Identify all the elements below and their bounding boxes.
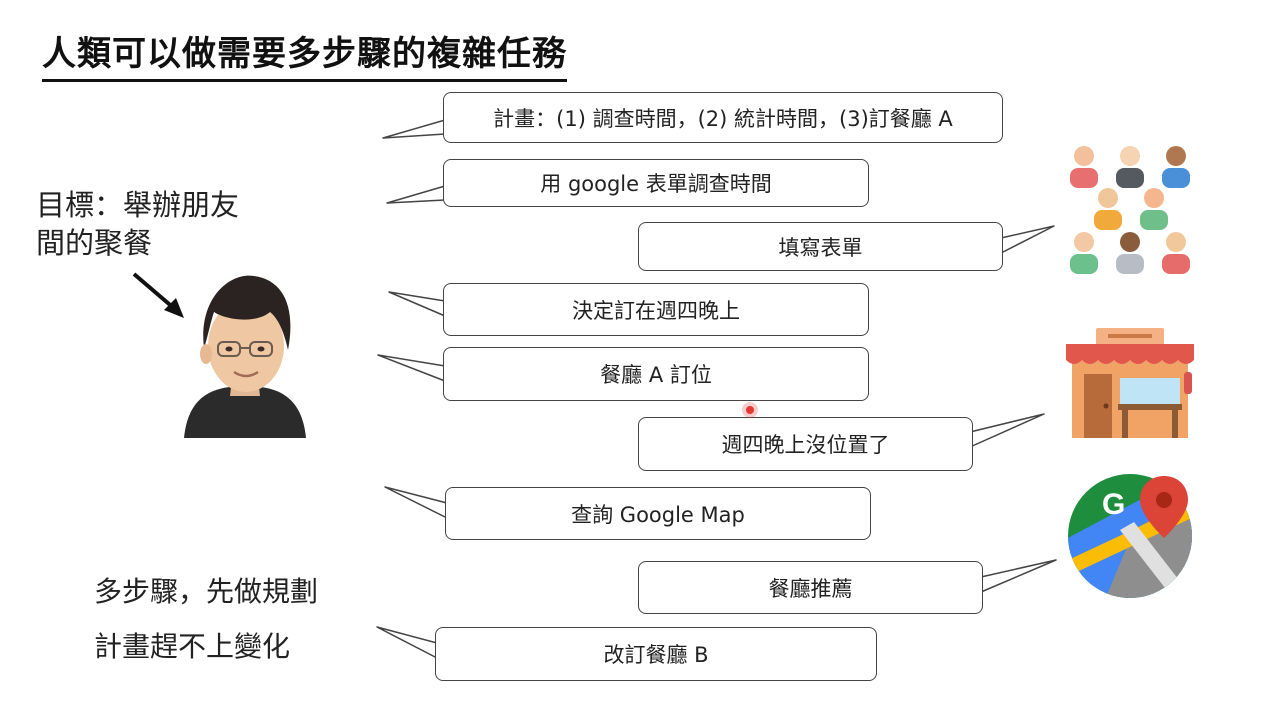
arrow-icon	[132, 272, 184, 318]
bubble-recommend: 餐廳推薦	[638, 561, 983, 614]
google-maps-icon: G	[1068, 474, 1192, 598]
avatar	[184, 275, 306, 438]
goal-line-2: 間的聚餐	[36, 226, 153, 260]
bubble-fill-form-text: 填寫表單	[778, 235, 863, 260]
bubble-survey: 用 google 表單調查時間	[443, 159, 869, 207]
bubble-decide: 決定訂在週四晚上	[443, 283, 869, 336]
bubble-decide-text: 決定訂在週四晚上	[572, 298, 740, 323]
bubble-query-text: 查詢 Google Map	[571, 502, 745, 527]
bubble-full-text: 週四晚上沒位置了	[721, 433, 890, 457]
bubble-recommend-text: 餐廳推薦	[768, 576, 853, 601]
note-multi-step: 多步驟，先做規劃	[94, 575, 319, 608]
bubble-plan-text: 計畫：(1) 調查時間，(2) 統計時間，(3)訂餐廳 A	[493, 106, 953, 131]
bubble-full: 週四晚上沒位置了	[638, 417, 973, 471]
bubble-fill-form: 填寫表單	[638, 222, 1003, 271]
group-of-people-icon	[1070, 146, 1190, 274]
bubble-plan: 計畫：(1) 調查時間，(2) 統計時間，(3)訂餐廳 A	[443, 92, 1003, 143]
bubble-reserve-text: 餐廳 A 訂位	[600, 363, 712, 387]
goal-line-1: 目標：舉辦朋友	[36, 188, 240, 222]
bubble-survey-text: 用 google 表單調查時間	[540, 172, 772, 196]
bubble-reserve: 餐廳 A 訂位	[443, 347, 869, 401]
cursor-indicator	[746, 406, 754, 414]
bubble-rebook: 改訂餐廳 B	[435, 627, 877, 681]
svg-text:G: G	[1102, 488, 1125, 521]
bubble-query: 查詢 Google Map	[445, 487, 871, 540]
goal-text: 目標：舉辦朋友 間的聚餐	[36, 186, 239, 262]
restaurant-storefront-icon	[1066, 328, 1194, 438]
note-plan-vs-change: 計畫趕不上變化	[94, 630, 291, 663]
page-title: 人類可以做需要多步驟的複雜任務	[42, 26, 567, 82]
bubble-rebook-text: 改訂餐廳 B	[603, 643, 709, 667]
